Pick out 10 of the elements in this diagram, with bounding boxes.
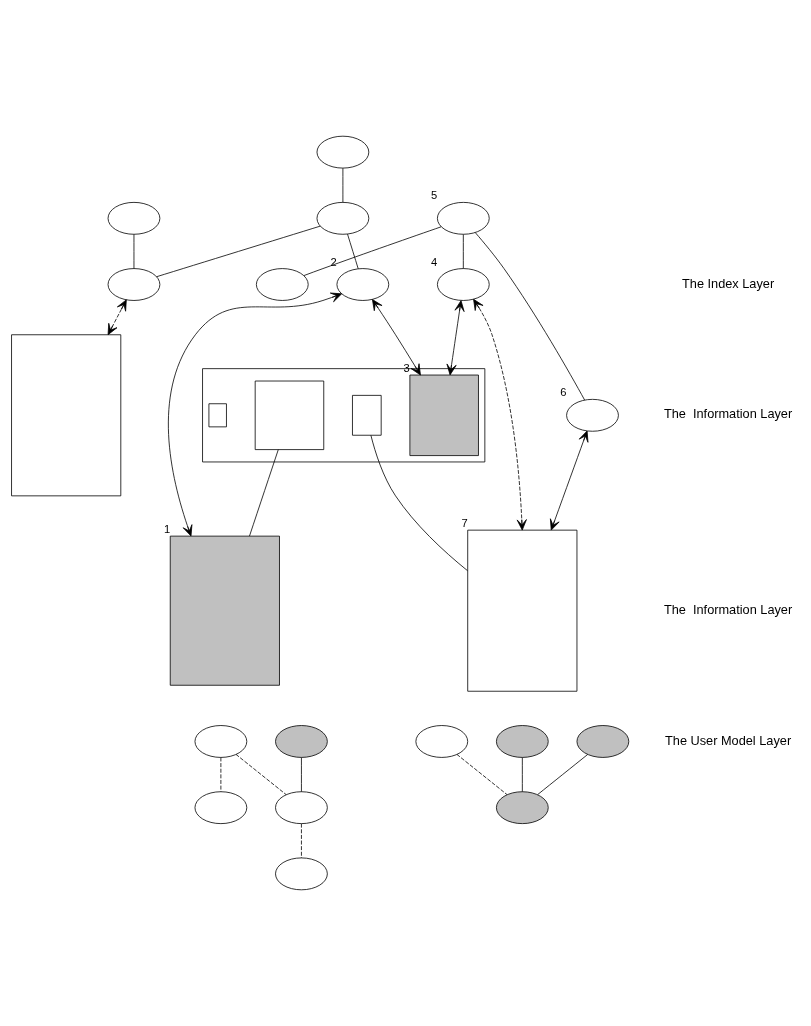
label: The Information Layer	[663, 601, 793, 617]
label: The User Model Layer	[665, 732, 792, 748]
node-label: 7	[461, 517, 468, 530]
node-label: 4	[431, 255, 438, 268]
node-label: 5	[431, 189, 438, 202]
label: The Information Layer	[663, 406, 793, 422]
node-label: 6	[560, 386, 567, 399]
node-label: 1	[163, 523, 171, 536]
label: The Index Layer	[682, 275, 775, 291]
node-label: 2	[330, 255, 337, 268]
